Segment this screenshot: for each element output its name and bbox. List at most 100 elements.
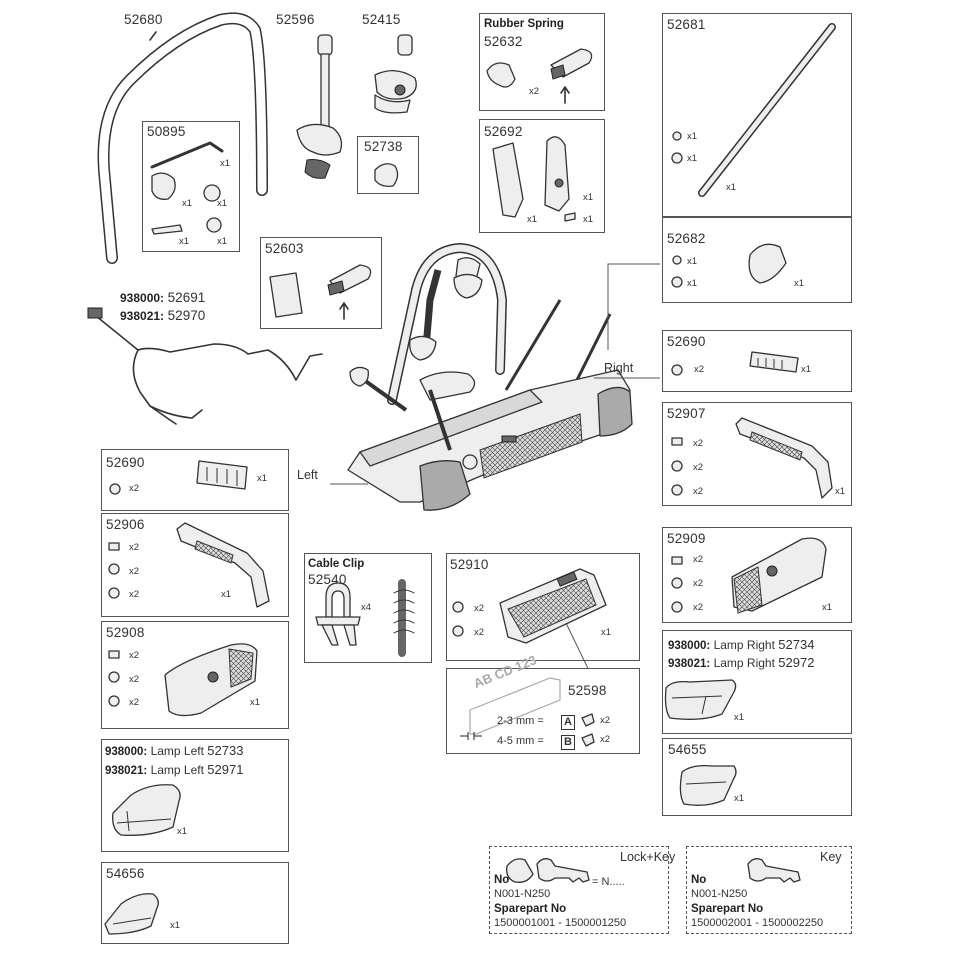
- qty-label: x2: [694, 364, 705, 375]
- side-label-right: Right: [604, 361, 634, 375]
- qty-label: x1: [687, 278, 698, 289]
- qty-label: x2: [693, 554, 704, 565]
- rubber-spring-illustration: [486, 48, 593, 104]
- license-plate-illustration: [460, 677, 561, 740]
- part-number-52690-left: 52690: [106, 455, 145, 470]
- qty-label: x1: [179, 236, 190, 247]
- qty-label: x1: [822, 602, 833, 613]
- light-bar-bracket-left-illustration: [108, 522, 270, 608]
- part-number-52632: 52632: [484, 34, 523, 49]
- part-number-52734: 52734: [778, 637, 815, 652]
- lock-key-sparepart-value: 1500001001 - 1500001250: [494, 917, 627, 929]
- qty-label: x1: [801, 364, 812, 375]
- frame-holder-pad-illustration: [492, 136, 576, 222]
- qty-label: x1: [221, 589, 232, 600]
- cable-harness-code-2: 938021: 52970: [120, 308, 206, 323]
- qty-label: x1: [734, 793, 745, 804]
- cap-illustration: [374, 163, 399, 188]
- part-number-52596: 52596: [276, 12, 315, 27]
- lamp-right-code-1: 938000: Lamp Right 52734: [668, 637, 815, 652]
- part-number-52906: 52906: [106, 517, 145, 532]
- qty-label: x1: [257, 473, 268, 484]
- key-only-box: [686, 846, 852, 934]
- kit-box-52690-left: [101, 449, 289, 511]
- license-plate-holder-illustration: [452, 568, 607, 686]
- part-number-52598: 52598: [568, 683, 607, 698]
- lamp-left-code-1: 938000: Lamp Left 52733: [105, 743, 244, 758]
- lock-key-number-placeholder: = N.....: [592, 876, 625, 888]
- key-sparepart-value: 1500002001 - 1500002250: [691, 917, 824, 929]
- long-arm-illustration: [671, 23, 836, 197]
- qty-label: x1: [726, 182, 737, 193]
- qty-label: x2: [129, 674, 140, 685]
- key-no-label: No: [691, 874, 707, 886]
- key-illustration: [747, 858, 801, 883]
- frame-holder-arms-illustration: [296, 34, 417, 179]
- part-number-52907: 52907: [667, 406, 706, 421]
- part-number-52733: 52733: [207, 743, 244, 758]
- qty-label: x1: [177, 826, 188, 837]
- side-label-left: Left: [297, 468, 318, 482]
- kit-title-cable-clip: Cable Clip: [308, 558, 365, 570]
- qty-label: x1: [527, 214, 538, 225]
- qty-label: x1: [583, 214, 594, 225]
- lamp-cover-right-illustration: [679, 764, 737, 806]
- qty-label: x1: [220, 158, 231, 169]
- release-handle-illustration: [671, 243, 787, 288]
- part-number-52970: 52970: [167, 308, 206, 323]
- qty-label: x1: [734, 712, 745, 723]
- qty-label: x1: [170, 920, 181, 931]
- qty-label: x2: [600, 734, 611, 745]
- kit-title-rubber-spring: Rubber Spring: [484, 18, 564, 30]
- qty-label: x2: [129, 566, 140, 577]
- wheel-strap-holder-illustration: [269, 264, 372, 320]
- lock-cylinder-and-key-illustration: [506, 858, 590, 883]
- light-bar-bracket-right-illustration: [671, 417, 833, 499]
- qty-label: x2: [600, 715, 611, 726]
- part-number-52692: 52692: [484, 124, 523, 139]
- lamp-cover-left-illustration: [104, 893, 159, 935]
- part-number-52971: 52971: [207, 762, 244, 777]
- reflector-strip-illustration: [109, 460, 248, 495]
- spacer-clips-illustration: [581, 713, 595, 747]
- lock-key-no-label: No: [494, 874, 510, 886]
- key-title: Key: [820, 850, 842, 864]
- qty-label: x1: [687, 256, 698, 267]
- qty-label: x1: [687, 131, 698, 142]
- part-number-52910: 52910: [450, 557, 489, 572]
- part-number-52603: 52603: [265, 241, 304, 256]
- part-number-54656: 54656: [106, 866, 145, 881]
- qty-label: x2: [693, 462, 704, 473]
- light-housing-left-illustration: [108, 643, 258, 717]
- part-number-52691: 52691: [167, 290, 206, 305]
- reflector-strip-illustration: [671, 351, 799, 376]
- qty-label: x4: [361, 602, 372, 613]
- key-sparepart-label: Sparepart No: [691, 903, 764, 915]
- qty-label: x2: [129, 589, 140, 600]
- part-number-52690-right: 52690: [667, 334, 706, 349]
- qty-label: x2: [129, 483, 140, 494]
- qty-label: x2: [474, 603, 485, 614]
- spacer-a-row: 2-3 mm =: [497, 715, 544, 727]
- spacer-b-row: 4-5 mm =: [497, 735, 544, 747]
- key-no-value: N001-N250: [691, 888, 748, 900]
- lock-key-sparepart-label: Sparepart No: [494, 903, 567, 915]
- lock-key-title: Lock+Key: [620, 850, 676, 864]
- part-number-52415: 52415: [362, 12, 401, 27]
- qty-label: x2: [693, 486, 704, 497]
- part-number-54655: 54655: [668, 742, 707, 757]
- bike-carrier-main-illustration: [347, 242, 633, 511]
- qty-label: x1: [583, 192, 594, 203]
- qty-label: x1: [250, 697, 261, 708]
- qty-label: x1: [217, 236, 228, 247]
- lamp-right-code-2: 938021: Lamp Right 52972: [668, 655, 815, 670]
- part-number-52972: 52972: [778, 655, 815, 670]
- part-number-52738: 52738: [364, 139, 403, 154]
- cable-harness-code-1: 938000: 52691: [120, 290, 206, 305]
- qty-label: x1: [182, 198, 193, 209]
- lock-key-no-value: N001-N250: [494, 888, 551, 900]
- hex-key-and-bolts-illustration: [150, 141, 224, 235]
